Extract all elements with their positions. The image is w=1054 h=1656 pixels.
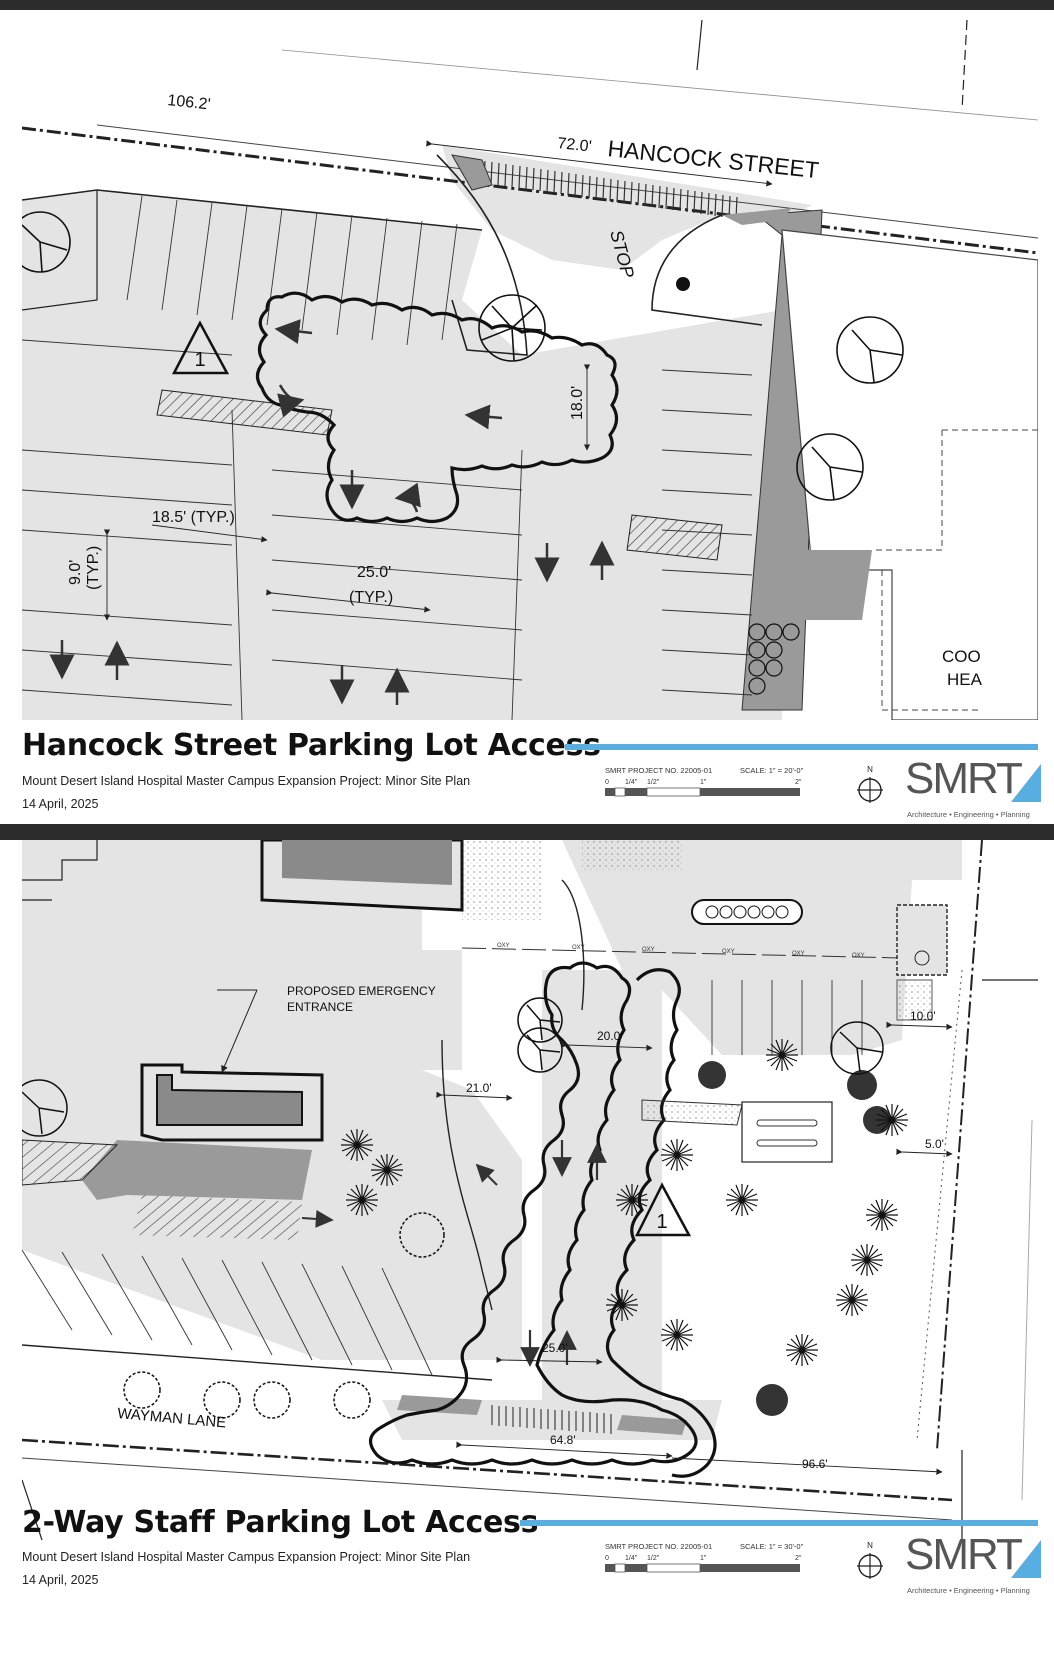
scale-tick: 1/2" bbox=[647, 779, 660, 786]
project-number: SMRT PROJECT NO. 22005-01 bbox=[605, 766, 713, 775]
smrt-logo: SMRT bbox=[905, 1530, 1023, 1579]
dim-25: 25.0' bbox=[357, 564, 391, 581]
sheet-date: 14 April, 2025 bbox=[22, 797, 99, 811]
dim-20: 20.0' bbox=[597, 1029, 623, 1043]
dim-10: 10.0' bbox=[910, 1009, 936, 1023]
dim-25-typ: (TYP.) bbox=[349, 589, 393, 606]
scale-tick: 1/4" bbox=[625, 1555, 638, 1562]
dim-96-6: 96.6' bbox=[802, 1457, 828, 1471]
oxy-line-label: OXY bbox=[792, 951, 805, 957]
emergency-entrance-label-2: ENTRANCE bbox=[287, 1000, 353, 1014]
north-label: N bbox=[867, 765, 873, 774]
north-label: N bbox=[867, 1541, 873, 1550]
dim-64-8: 64.8' bbox=[550, 1433, 576, 1447]
dim-72: 72.0' bbox=[557, 135, 593, 155]
street-label: WAYMAN LANE bbox=[117, 1405, 227, 1431]
oxy-line-label: OXY bbox=[722, 949, 735, 955]
accent-bar bbox=[565, 744, 1038, 750]
scale-tick: 1/2" bbox=[647, 1555, 660, 1562]
scale-label: SCALE: 1" = 30'-0" bbox=[740, 1542, 804, 1551]
site-plan-wayman: OXY OXY OXY OXY OXY OXY bbox=[22, 840, 1038, 1550]
scale-label: SCALE: 1" = 20'-0" bbox=[740, 766, 804, 775]
logo-tagline: Architecture • Engineering • Planning bbox=[907, 810, 1030, 819]
scale-tick: 0 bbox=[605, 779, 609, 786]
site-plan-hancock: 1 HANCOCK STREET 106.2' 72.0' STOP 18.0'… bbox=[22, 10, 1038, 720]
sheet-title: 2-Way Staff Parking Lot Access bbox=[22, 1505, 539, 1540]
project-number: SMRT PROJECT NO. 22005-01 bbox=[605, 1542, 713, 1551]
scale-tick: 2" bbox=[795, 1555, 802, 1562]
sheet-wayman-lane: OXY OXY OXY OXY OXY OXY bbox=[0, 840, 1054, 1656]
oxy-line-label: OXY bbox=[852, 953, 865, 959]
sheet-subtitle: Mount Desert Island Hospital Master Camp… bbox=[22, 774, 471, 788]
oxy-line-label: OXY bbox=[642, 947, 655, 953]
sheet-title: Hancock Street Parking Lot Access bbox=[22, 728, 601, 763]
oxy-line-label: OXY bbox=[497, 943, 510, 949]
dim-5: 5.0' bbox=[925, 1137, 944, 1151]
sheet-hancock-street: 1 HANCOCK STREET 106.2' 72.0' STOP 18.0'… bbox=[0, 10, 1054, 824]
scale-tick: 2" bbox=[795, 779, 802, 786]
dim-25: 25.0' bbox=[542, 1341, 568, 1355]
scale-bar: 0 1/4" 1/2" 1" 2" bbox=[605, 779, 802, 797]
scale-tick: 1/4" bbox=[625, 779, 638, 786]
delta-marker: 1 bbox=[194, 349, 205, 371]
sheet-date: 14 April, 2025 bbox=[22, 1573, 99, 1587]
logo-mark-icon bbox=[1011, 764, 1041, 802]
dim-21: 21.0' bbox=[466, 1081, 492, 1095]
smrt-logo: SMRT bbox=[905, 754, 1023, 803]
dim-106: 106.2' bbox=[167, 92, 212, 113]
north-arrow-icon: N bbox=[857, 1541, 883, 1579]
scale-bar: 0 1/4" 1/2" 1" 2" bbox=[605, 1555, 802, 1573]
building-label-1: COO bbox=[942, 647, 981, 666]
oxy-line-label: OXY bbox=[572, 945, 585, 951]
dim-185: 18.5' (TYP.) bbox=[152, 509, 235, 526]
emergency-entrance-label-1: PROPOSED EMERGENCY bbox=[287, 984, 436, 998]
logo-tagline: Architecture • Engineering • Planning bbox=[907, 1586, 1030, 1595]
building-label-2: HEA bbox=[947, 670, 983, 689]
street-label: HANCOCK STREET bbox=[606, 135, 820, 183]
scale-tick: 1" bbox=[700, 1555, 707, 1562]
dim-9: 9.0' bbox=[67, 560, 84, 585]
north-arrow-icon: N bbox=[857, 765, 883, 803]
logo-mark-icon bbox=[1011, 1540, 1041, 1578]
scale-tick: 0 bbox=[605, 1555, 609, 1562]
sheet-subtitle: Mount Desert Island Hospital Master Camp… bbox=[22, 1550, 471, 1564]
scale-tick: 1" bbox=[700, 779, 707, 786]
accent-bar bbox=[520, 1520, 1038, 1526]
dim-18: 18.0' bbox=[569, 386, 586, 420]
dim-9-typ: (TYP.) bbox=[85, 546, 102, 590]
delta-marker: 1 bbox=[656, 1211, 667, 1233]
